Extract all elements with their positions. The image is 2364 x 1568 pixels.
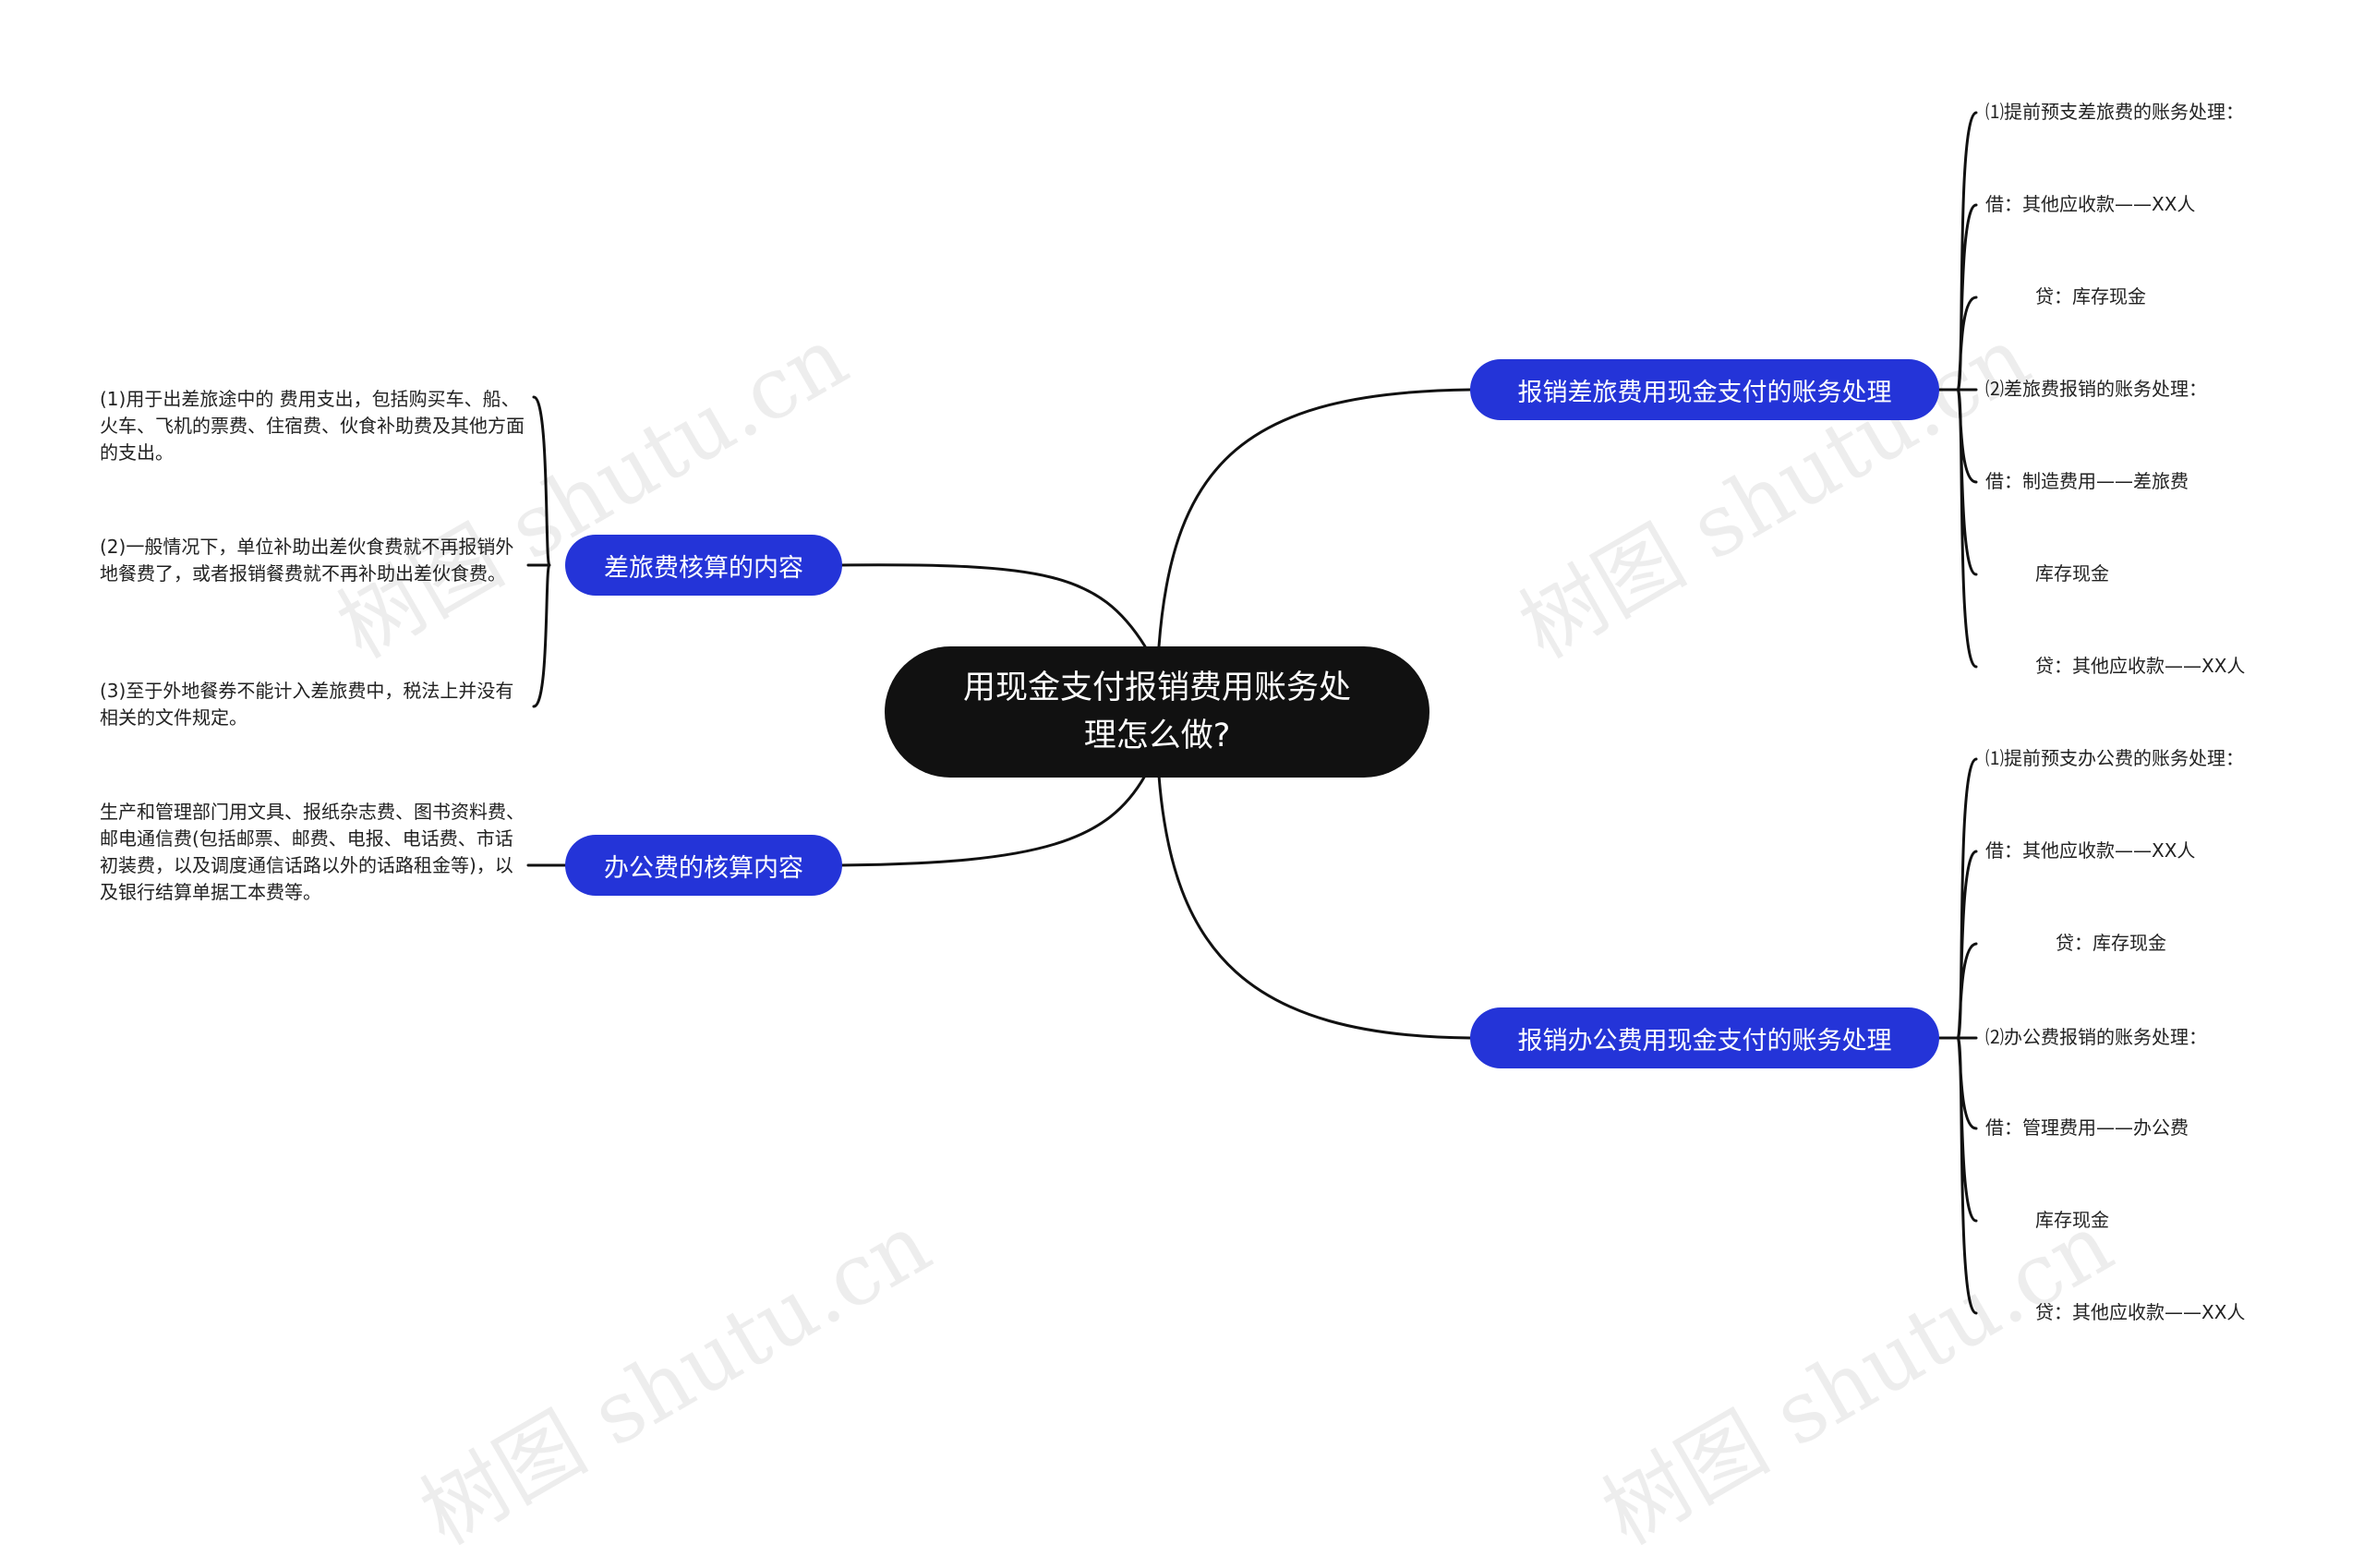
edge-root-to-travel-content (838, 563, 1147, 648)
leaf-office-reimburse-3: 贷：库存现金 (2056, 932, 2166, 954)
bracket-office-reimburse (1937, 757, 1978, 1315)
edge-root-to-office-reimburse (1157, 774, 1472, 1040)
branch-office-content[interactable]: 办公费的核算内容 (565, 835, 842, 896)
leaf-travel-reimburse-6: 库存现金 (2035, 562, 2109, 585)
leaf-travel-content-1: (1)用于出差旅途中的 费用支出，包括购买车、船、火车、飞机的票费、住宿费、伙食… (100, 388, 525, 464)
bracket-travel-content (526, 395, 551, 708)
leaf-travel-reimburse-5: 借：制造费用——差旅费 (1985, 470, 2189, 492)
branch-label: 差旅费核算的内容 (604, 553, 803, 583)
leaf-office-reimburse-2: 借：其他应收款——XX人 (1985, 839, 2196, 862)
leaf-office-reimburse-7: 贷：其他应收款——XX人 (2035, 1301, 2246, 1323)
branch-office-reimburse[interactable]: 报销办公费用现金支付的账务处理 (1470, 1007, 1939, 1068)
branch-label: 办公费的核算内容 (604, 853, 803, 883)
leaf-office-content-1: 生产和管理部门用文具、报纸杂志费、图书资料费、邮电通信费(包括邮票、邮费、电报、… (100, 801, 525, 903)
branch-travel-content[interactable]: 差旅费核算的内容 (565, 535, 842, 596)
leaf-travel-content-2: (2)一般情况下，单位补助出差伙食费就不再报销外地餐费了，或者报销餐费就不再补助… (100, 536, 514, 585)
leaf-travel-reimburse-7: 贷：其他应收款——XX人 (2035, 655, 2246, 677)
branch-label: 报销差旅费用现金支付的账务处理 (1517, 378, 1892, 407)
root-node[interactable]: 用现金支付报销费用账务处理怎么做? (885, 646, 1429, 778)
leaf-office-reimburse-5: 借：管理费用——办公费 (1985, 1116, 2189, 1139)
leaf-travel-reimburse-4: ⑵差旅费报销的账务处理： (1985, 378, 2207, 400)
edge-root-to-travel-reimburse (1157, 388, 1472, 648)
branch-label: 报销办公费用现金支付的账务处理 (1517, 1026, 1892, 1055)
leaf-office-reimburse-1: ⑴提前预支办公费的账务处理： (1985, 747, 2244, 769)
leaf-travel-reimburse-3: 贷：库存现金 (2035, 285, 2146, 308)
connector-lines (526, 111, 1978, 1315)
leaf-travel-reimburse-1: ⑴提前预支差旅费的账务处理： (1985, 101, 2244, 123)
leaf-travel-content-3: (3)至于外地餐券不能计入差旅费中，税法上并没有相关的文件规定。 (100, 680, 514, 729)
leaf-office-reimburse-6: 库存现金 (2035, 1209, 2109, 1231)
leaf-travel-reimburse-2: 借：其他应收款——XX人 (1985, 193, 2196, 215)
edge-root-to-office-content (838, 774, 1147, 867)
root-label: 用现金支付报销费用账务处理怎么做? (962, 669, 1351, 754)
branch-travel-reimburse[interactable]: 报销差旅费用现金支付的账务处理 (1470, 359, 1939, 420)
leaf-office-reimburse-4: ⑵办公费报销的账务处理： (1985, 1026, 2207, 1048)
bracket-travel-reimburse (1937, 111, 1978, 669)
